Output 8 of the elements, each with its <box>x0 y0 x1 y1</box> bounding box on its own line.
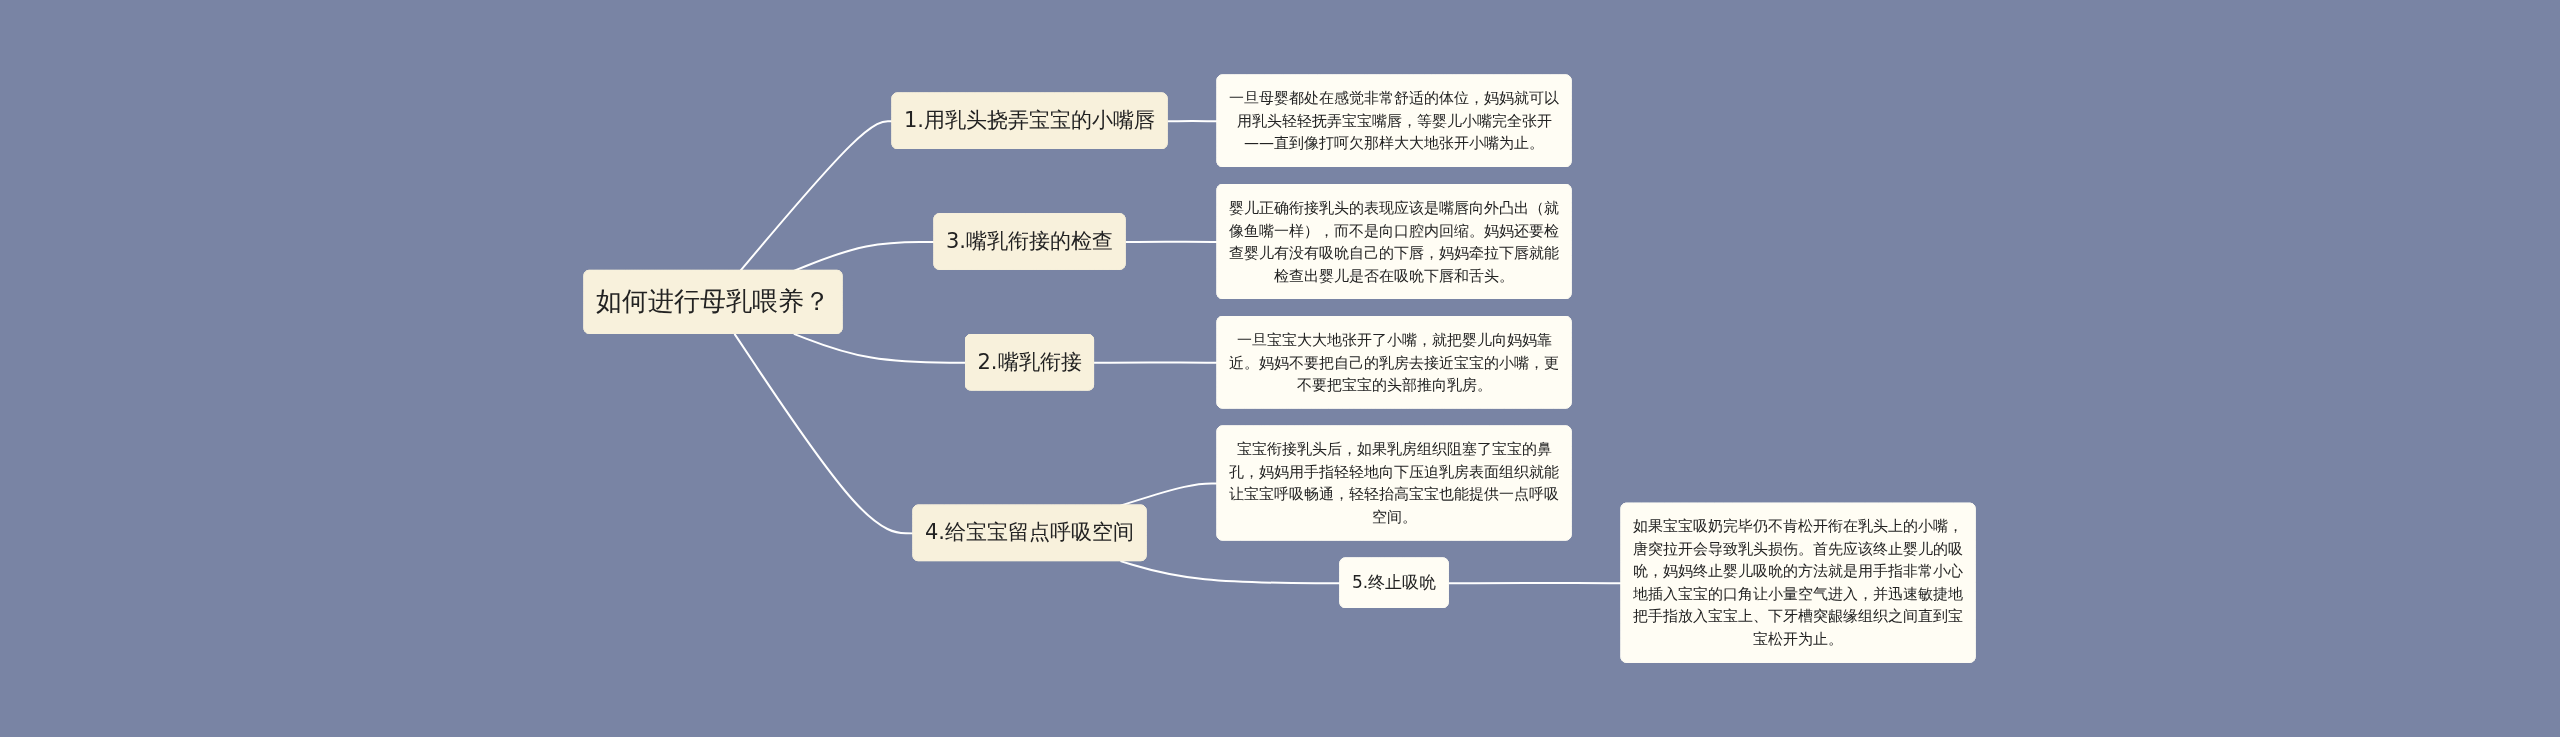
connector <box>1119 560 1342 585</box>
connector <box>1448 581 1623 585</box>
connector <box>739 120 894 272</box>
connector <box>1125 240 1219 243</box>
connector <box>793 240 936 272</box>
connector <box>733 332 915 535</box>
connector <box>1167 119 1219 123</box>
connector <box>1093 361 1219 364</box>
